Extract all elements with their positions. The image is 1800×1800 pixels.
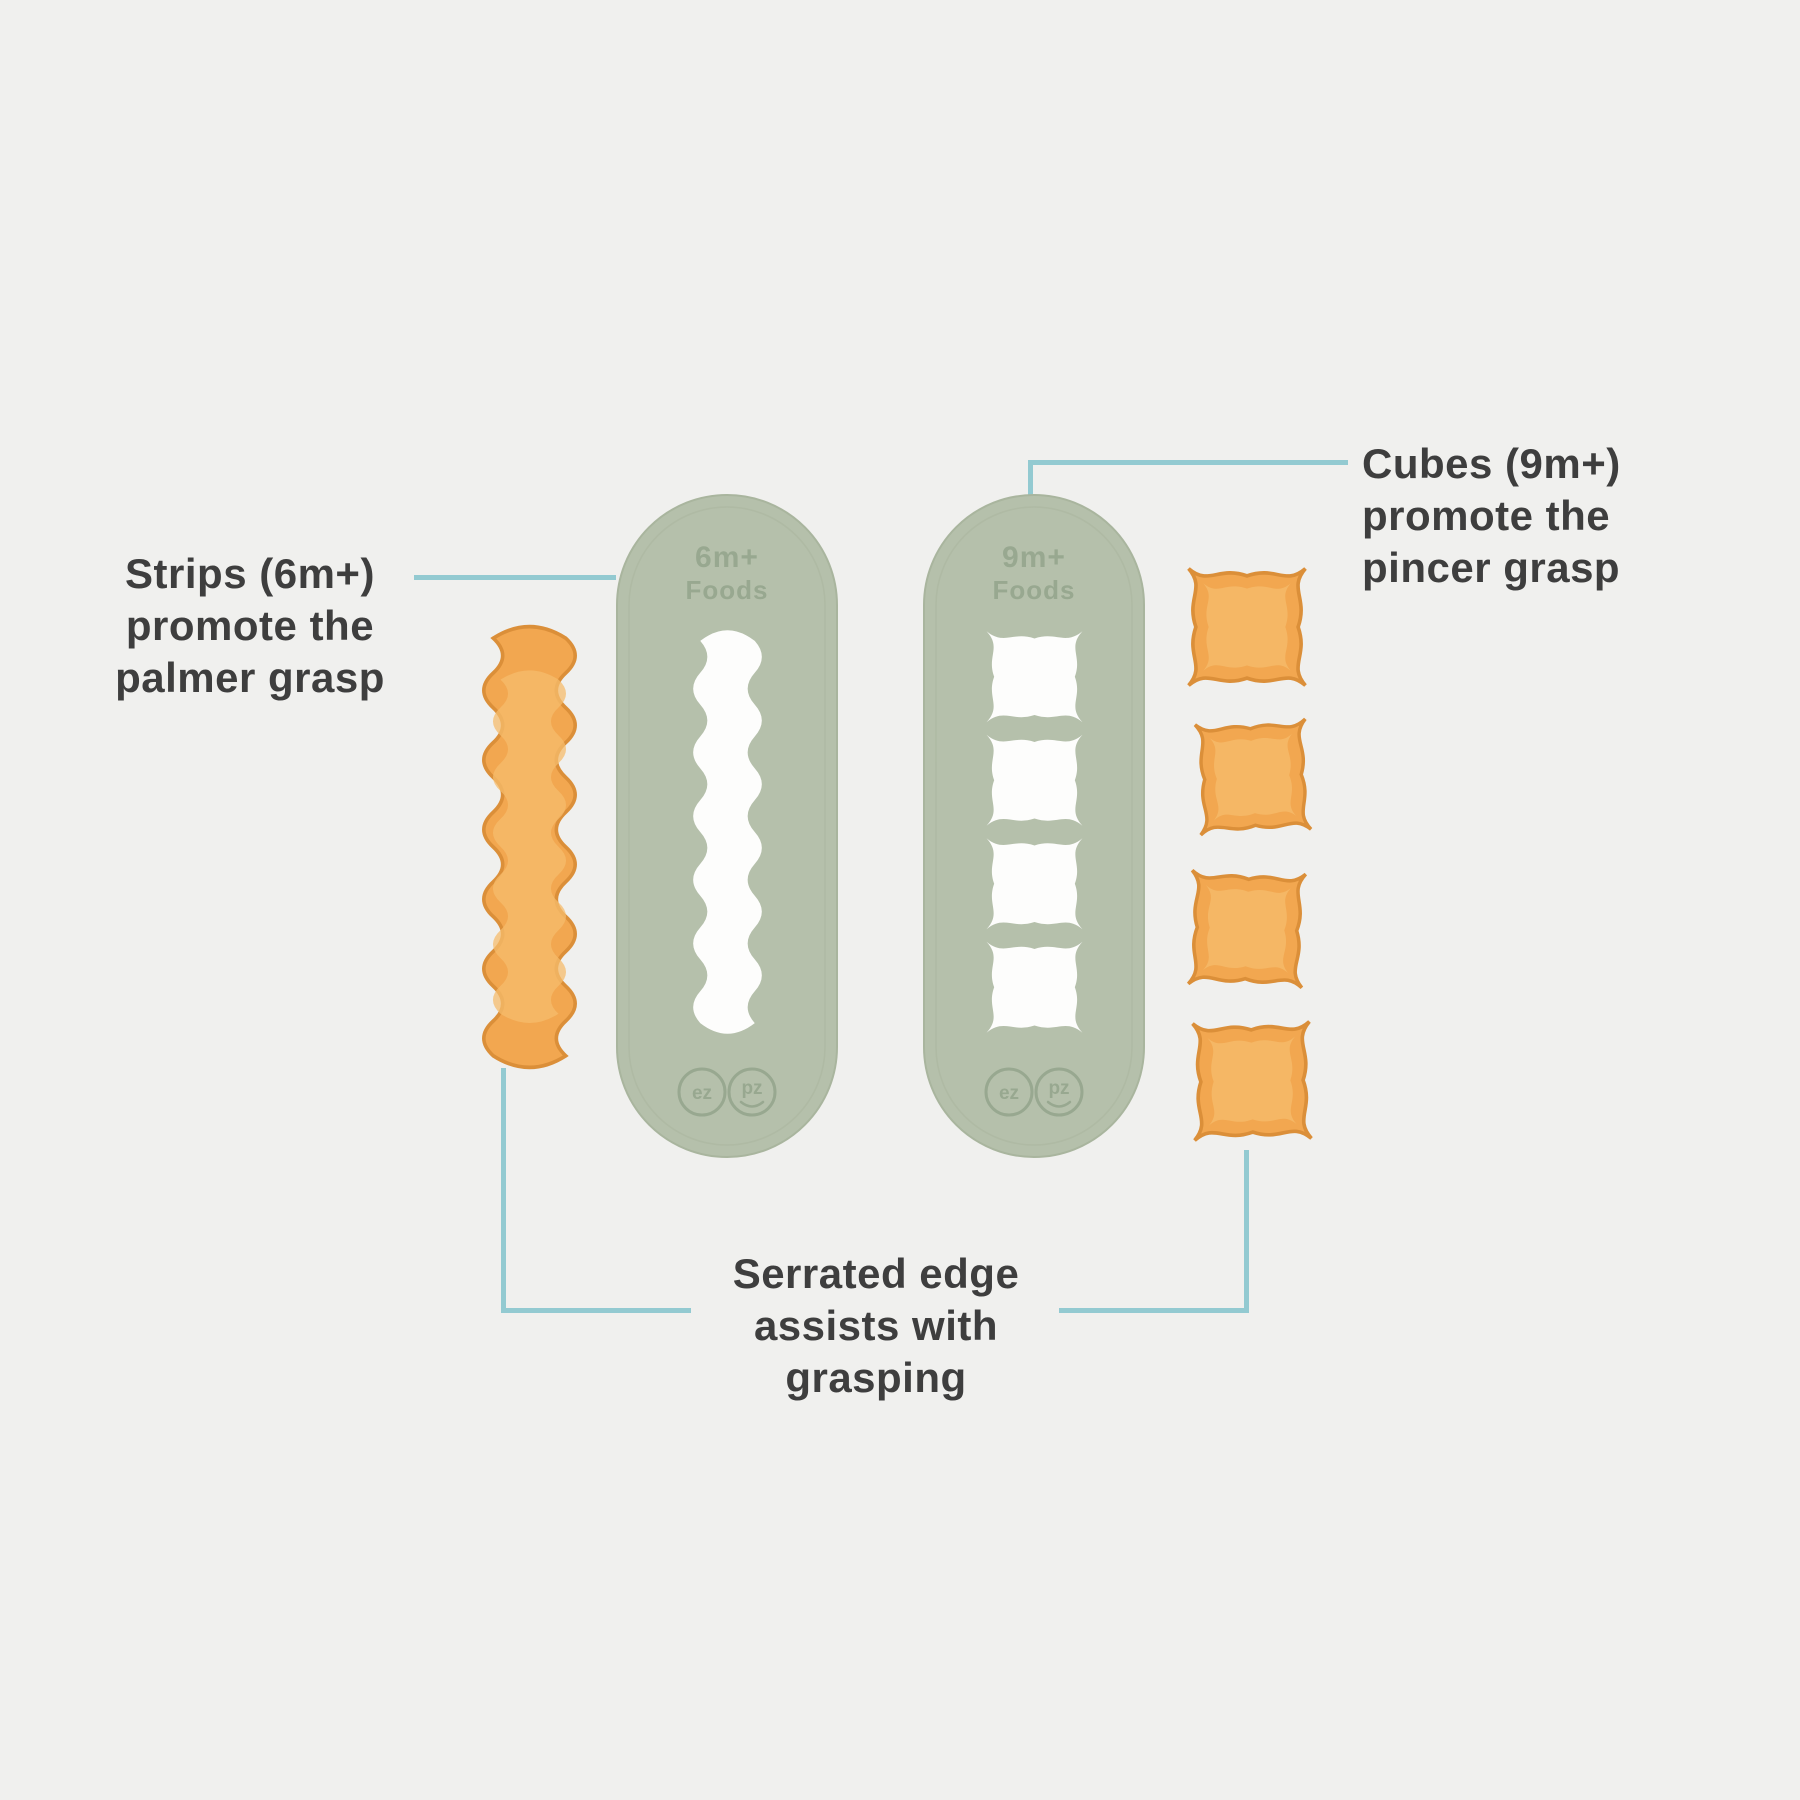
cube-cutter: 9m+ Foods ez pz <box>923 494 1145 1158</box>
serrated-annotation-line2: assists with <box>753 1302 999 1350</box>
cube-cutter-age-label: 9m+ <box>1002 541 1066 574</box>
pz-circle-icon <box>727 1067 777 1117</box>
smile-icon <box>739 1100 765 1108</box>
smile-icon <box>1046 1100 1072 1108</box>
strip-cutter-opening <box>693 630 762 1034</box>
connector-serrated-right-vertical <box>1244 1150 1249 1313</box>
food-cube-highlight <box>1203 583 1291 671</box>
cube-cutter-rim <box>935 506 1133 1146</box>
food-cube-highlight <box>1209 733 1297 821</box>
connector-strips-horizontal <box>414 575 616 580</box>
food-strip-highlight <box>492 670 567 1024</box>
cube-cutter-opening-3 <box>986 838 1083 930</box>
ez-circle-icon <box>677 1067 727 1117</box>
cube-cutter-body <box>923 494 1145 1158</box>
serrated-annotation-line1: Serrated edge <box>732 1250 1020 1297</box>
serrated-annotation-line3: grasping <box>785 1354 967 1402</box>
serrated-annotation: Serrated edge assists with grasping <box>696 1248 1056 1404</box>
cube-cutter-opening-2 <box>986 734 1083 826</box>
ezpz-logo: ez pz <box>677 1067 777 1117</box>
connector-serrated-right-horizontal <box>1059 1308 1249 1313</box>
connector-cubes-vertical <box>1028 460 1033 496</box>
strips-annotation-line3: palmer grasp <box>115 654 385 702</box>
cube-cutter-opening-1 <box>986 631 1083 723</box>
connector-cubes-horizontal <box>1028 460 1348 465</box>
pz-logo-text: pz <box>1048 1078 1069 1099</box>
food-cube-highlight <box>1202 884 1292 974</box>
cubes-annotation: Cubes (9m+) promote the pincer grasp <box>1362 438 1722 594</box>
cube-cutter-foods-label: Foods <box>993 575 1076 605</box>
strip-cutter-age-label: 6m+ <box>695 541 759 574</box>
food-cube-3 <box>1186 868 1308 990</box>
ezpz-logo: ez pz <box>984 1067 1084 1117</box>
food-cube-4 <box>1191 1020 1313 1142</box>
connector-serrated-left-vertical <box>501 1068 506 1313</box>
food-strip <box>482 624 577 1070</box>
cube-cutter-opening-4 <box>986 941 1083 1033</box>
strips-annotation-line1: Strips (6m+) <box>125 550 375 597</box>
strip-cutter-foods-label: Foods <box>686 575 769 605</box>
pz-logo-text: pz <box>741 1078 762 1099</box>
cubes-annotation-line1: Cubes (9m+) <box>1362 440 1621 487</box>
cubes-annotation-line2: promote the <box>1362 492 1611 540</box>
food-cube-1 <box>1187 567 1307 687</box>
pz-circle-icon <box>1034 1067 1084 1117</box>
strip-cutter-rim <box>628 506 826 1146</box>
cubes-annotation-line3: pincer grasp <box>1362 544 1621 592</box>
strips-annotation-line2: promote the <box>125 602 375 650</box>
strips-annotation: Strips (6m+) promote the palmer grasp <box>95 548 405 704</box>
connector-serrated-left-horizontal <box>501 1308 691 1313</box>
ez-logo-text: ez <box>999 1083 1019 1104</box>
ez-logo-text: ez <box>692 1083 712 1104</box>
cube-cutter-openings <box>986 631 1083 1033</box>
ez-circle-icon <box>984 1067 1034 1117</box>
strip-cutter: 6m+ Foods ez pz <box>616 494 838 1158</box>
food-cube-highlight <box>1207 1036 1297 1126</box>
food-cube-2 <box>1193 717 1313 837</box>
